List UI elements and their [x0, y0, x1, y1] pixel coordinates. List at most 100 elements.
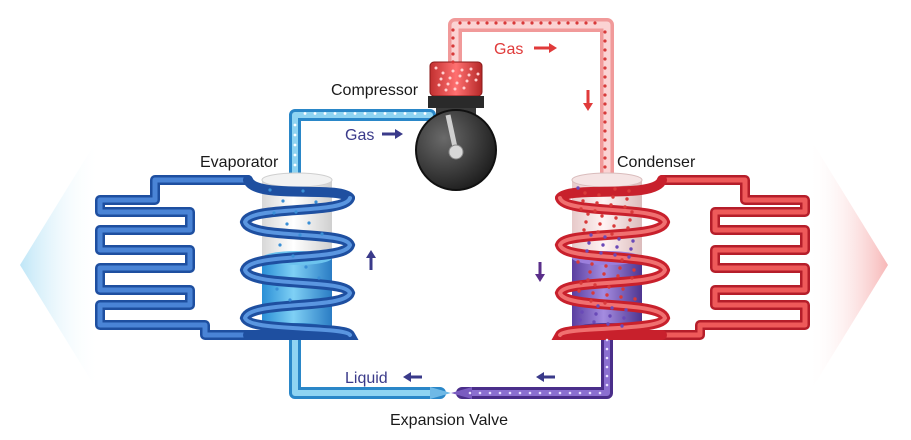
bubble [614, 216, 618, 220]
bubble [604, 264, 608, 268]
bubble [593, 209, 597, 213]
bubble [301, 189, 305, 193]
bubble [607, 285, 611, 289]
bubble [632, 268, 636, 272]
bubble [589, 233, 593, 237]
bubble [597, 193, 601, 197]
bubble [583, 191, 587, 195]
refrigerant-bubbles [268, 21, 637, 395]
bubble [451, 44, 455, 48]
bubble [285, 222, 289, 226]
bubble [303, 112, 307, 115]
bubble [528, 391, 532, 395]
bubble [294, 210, 298, 214]
bubble [596, 304, 600, 308]
bubble [568, 391, 572, 395]
bubble [618, 266, 622, 270]
bubble [476, 21, 480, 25]
bubble [603, 235, 607, 239]
bubble [605, 356, 609, 360]
bubble [605, 338, 609, 342]
bubble [413, 112, 417, 115]
bubble [313, 112, 317, 115]
bubble [603, 120, 607, 124]
bubble [451, 60, 455, 64]
bubble [508, 391, 512, 395]
bubble [455, 81, 459, 85]
bubble [403, 112, 407, 115]
bubble [603, 138, 607, 142]
arrow-left-icon [536, 372, 555, 382]
bubble [304, 265, 308, 269]
bubble [581, 199, 585, 203]
bubble [291, 254, 295, 258]
bubble [446, 82, 450, 86]
bubble [603, 39, 607, 43]
bubble [600, 214, 604, 218]
bubble [603, 301, 607, 305]
bubble [616, 274, 620, 278]
bubble [293, 163, 297, 167]
bubble [451, 52, 455, 56]
expansion-valve [430, 387, 472, 399]
bubble [444, 88, 448, 92]
bubble [613, 253, 617, 257]
bubble [333, 112, 337, 115]
bubble [451, 28, 455, 32]
bubble [317, 276, 321, 280]
compressor-label: Compressor [331, 82, 419, 99]
bubble [460, 68, 464, 72]
gas-top-label: Gas [494, 41, 523, 58]
bubble [320, 232, 324, 236]
bubble [603, 66, 607, 70]
bubble [622, 316, 626, 320]
bubble [494, 21, 498, 25]
bubble [603, 111, 607, 115]
bubble [603, 129, 607, 133]
bubble [623, 205, 627, 209]
condenser-label: Condenser [617, 154, 696, 171]
bubble [539, 21, 543, 25]
bubble [293, 133, 297, 137]
gas-left-label: Gas [345, 127, 374, 144]
bubble [458, 21, 462, 25]
bubble [593, 21, 597, 25]
bubble [441, 71, 445, 75]
bubble [605, 365, 609, 369]
bubble [629, 247, 633, 251]
bubble [293, 143, 297, 147]
bubble [474, 78, 478, 82]
cold-air-arrow [20, 135, 100, 395]
bubble [558, 391, 562, 395]
bubble [586, 278, 590, 282]
arrow-up-icon [366, 250, 376, 270]
bubble [548, 21, 552, 25]
bubble [594, 312, 598, 316]
bubble [467, 73, 471, 77]
bubble [603, 156, 607, 160]
arrow-down-icon [535, 262, 545, 282]
cold-gas-pipe [289, 109, 436, 184]
bubble [603, 102, 607, 106]
bubble [278, 243, 282, 247]
bubble [298, 233, 302, 237]
bubble [624, 308, 628, 312]
bubble [603, 48, 607, 52]
bubble [272, 211, 276, 215]
bubble [611, 195, 615, 199]
bubble [590, 262, 594, 266]
bubble [602, 272, 606, 276]
evaporator-label: Evaporator [200, 154, 279, 171]
bubble [578, 318, 582, 322]
bubble [275, 287, 279, 291]
bubble [476, 72, 480, 76]
bubble [633, 297, 637, 301]
bubble [617, 237, 621, 241]
bubble [453, 87, 457, 91]
bubble [575, 21, 579, 25]
bubble [606, 322, 610, 326]
bubble [613, 187, 617, 191]
bubble [582, 228, 586, 232]
bubble [580, 310, 584, 314]
